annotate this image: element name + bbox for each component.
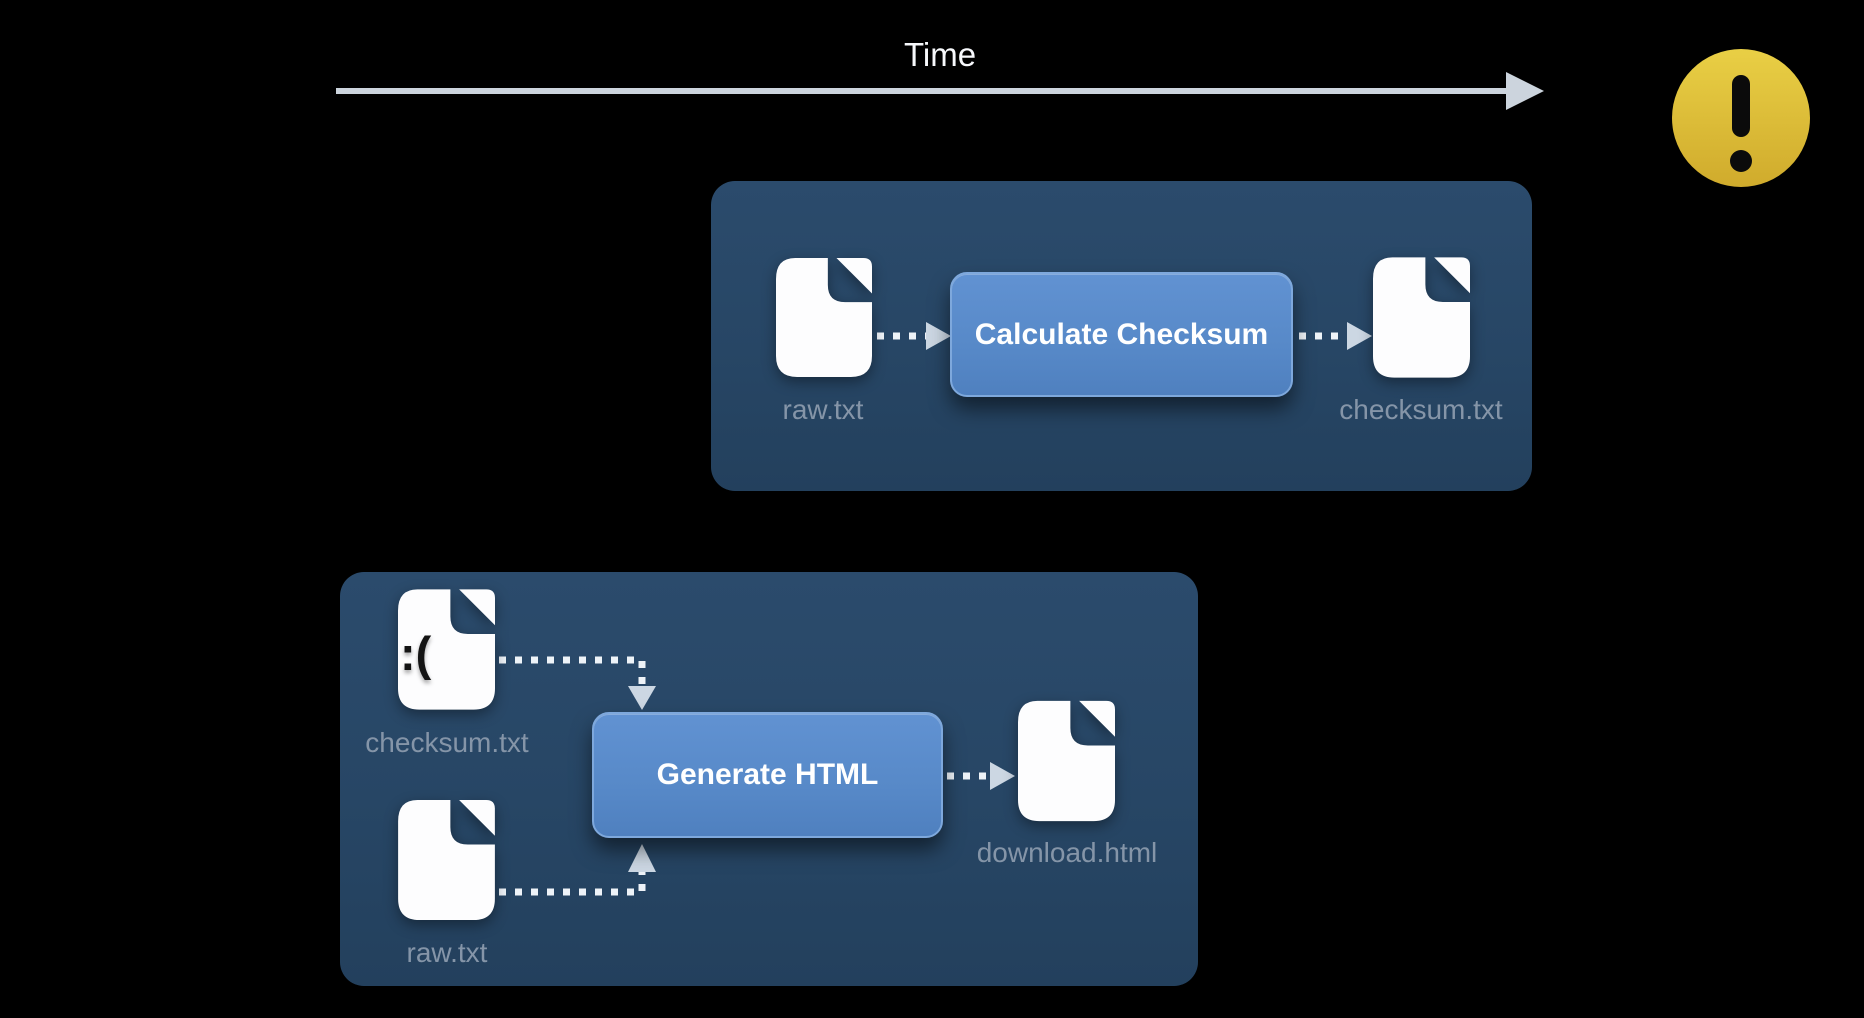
file-icon	[1018, 700, 1115, 822]
file-icon	[776, 257, 872, 378]
file-icon	[398, 800, 495, 920]
file-icon	[1373, 257, 1470, 378]
step1-panel: raw.txt Calculate Checksum checksum.txt	[711, 181, 1532, 491]
generate-html-process-box: Generate HTML	[592, 712, 943, 838]
step2-input1-label: checksum.txt	[365, 727, 529, 758]
warning-icon	[1672, 49, 1810, 187]
step2-input2-label: raw.txt	[406, 937, 488, 968]
corrupted-file-icon	[398, 589, 495, 710]
step1-dataflow-arrows-icon	[877, 322, 1372, 350]
step2-panel: :( checksum.txt raw.txt Generate HTML do…	[340, 572, 1198, 986]
timeline-label: Time	[903, 36, 977, 73]
calculate-checksum-process-box: Calculate Checksum	[950, 272, 1293, 397]
step1-input-label: raw.txt	[782, 394, 864, 425]
step2-output-label: download.html	[976, 837, 1158, 868]
step2-dataflow-arrows-icon	[499, 656, 1015, 896]
step1-output-label: checksum.txt	[1339, 394, 1503, 425]
timeline-arrow-icon	[336, 72, 1544, 110]
sad-face-overlay: :(	[400, 627, 432, 680]
